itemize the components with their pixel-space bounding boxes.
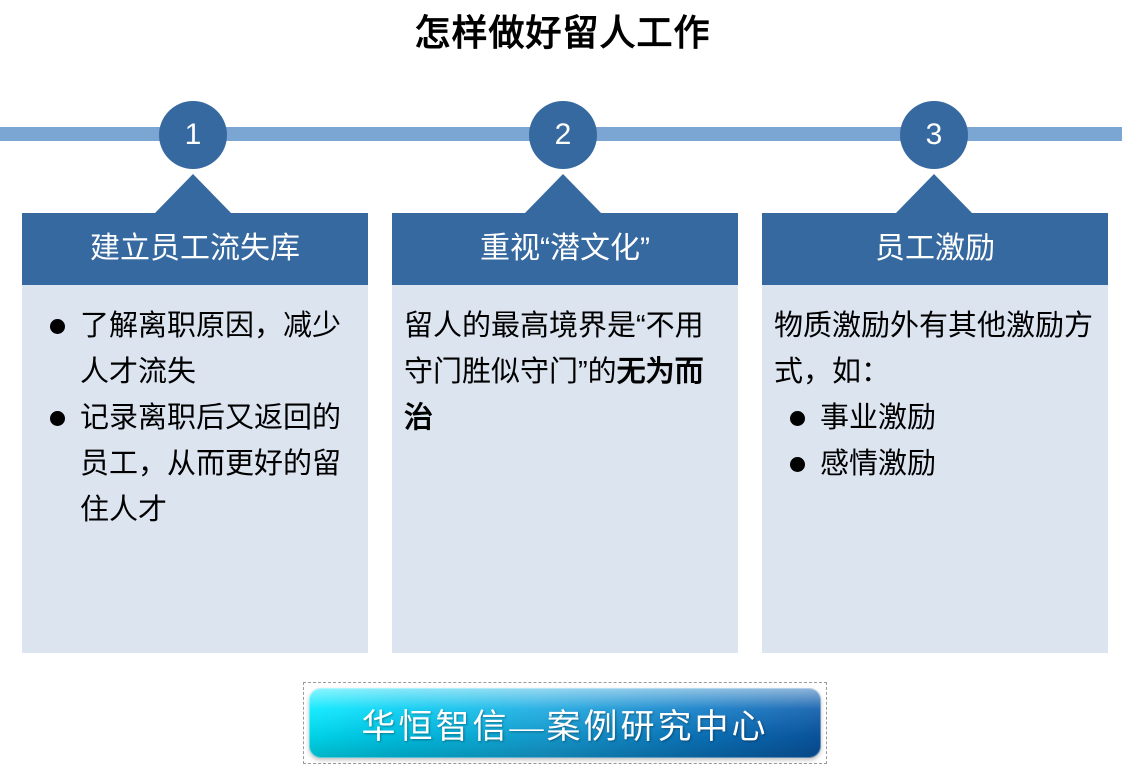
card-2-paragraph-lead: 留人的最高境界是“不用守门胜似守门”的 (404, 310, 704, 388)
step-circle-2[interactable]: 2 (529, 101, 597, 169)
page-title: 怎样做好留人工作 (414, 12, 711, 53)
bullet-dot-icon (50, 411, 65, 426)
card-3-bullet-list: 事业激励 感情激励 (774, 395, 1094, 487)
card-1-header: 建立员工流失库 (22, 213, 368, 285)
step-number-3: 3 (925, 118, 943, 151)
bullet-dot-icon (50, 319, 65, 334)
card-2-body: 留人的最高境界是“不用守门胜似守门”的无为而治 (392, 285, 738, 653)
card-3-bullet-2: 感情激励 (820, 448, 937, 480)
card-3-bullet-1: 事业激励 (820, 402, 937, 434)
card-1-bullet-2: 记录离职后又返回的员工，从而更好的留住人才 (80, 402, 342, 526)
bullet-dot-icon (790, 411, 805, 426)
card-1-body: 了解离职原因，减少人才流失 记录离职后又返回的员工，从而更好的留住人才 (22, 285, 368, 653)
card-1-bullet-1: 了解离职原因，减少人才流失 (80, 310, 342, 388)
step-number-2: 2 (554, 118, 572, 151)
card-1[interactable]: 建立员工流失库 了解离职原因，减少人才流失 记录离职后又返回的员工，从而更好的留… (22, 213, 368, 653)
card-1-bullet-list: 了解离职原因，减少人才流失 记录离职后又返回的员工，从而更好的留住人才 (34, 303, 354, 533)
pointer-triangle-3 (896, 174, 972, 213)
pointer-triangle-2 (525, 174, 601, 213)
footer-banner-text: 华恒智信—案例研究中心 (361, 708, 769, 746)
pointer-triangle-1 (155, 174, 231, 213)
card-2-paragraph: 留人的最高境界是“不用守门胜似守门”的无为而治 (404, 303, 724, 441)
list-item: 记录离职后又返回的员工，从而更好的留住人才 (34, 395, 354, 533)
card-2-paragraph-strong: 无为而治 (404, 356, 704, 434)
list-item: 事业激励 (774, 395, 1094, 441)
bullet-dot-icon (790, 457, 805, 472)
footer-banner-selection-frame[interactable]: 华恒智信—案例研究中心 (303, 682, 827, 764)
step-circle-1[interactable]: 1 (159, 101, 227, 169)
card-2-header: 重视“潜文化” (392, 213, 738, 285)
card-2[interactable]: 重视“潜文化” 留人的最高境界是“不用守门胜似守门”的无为而治 (392, 213, 738, 653)
card-3-body: 物质激励外有其他激励方式，如： 事业激励 感情激励 (762, 285, 1108, 653)
card-3-header: 员工激励 (762, 213, 1108, 285)
card-3-intro: 物质激励外有其他激励方式，如： (774, 310, 1094, 388)
list-item: 了解离职原因，减少人才流失 (34, 303, 354, 395)
list-item: 感情激励 (774, 441, 1094, 487)
card-3[interactable]: 员工激励 物质激励外有其他激励方式，如： 事业激励 感情激励 (762, 213, 1108, 653)
step-circle-3[interactable]: 3 (900, 101, 968, 169)
step-number-1: 1 (184, 118, 202, 151)
footer-banner[interactable]: 华恒智信—案例研究中心 (309, 688, 821, 758)
